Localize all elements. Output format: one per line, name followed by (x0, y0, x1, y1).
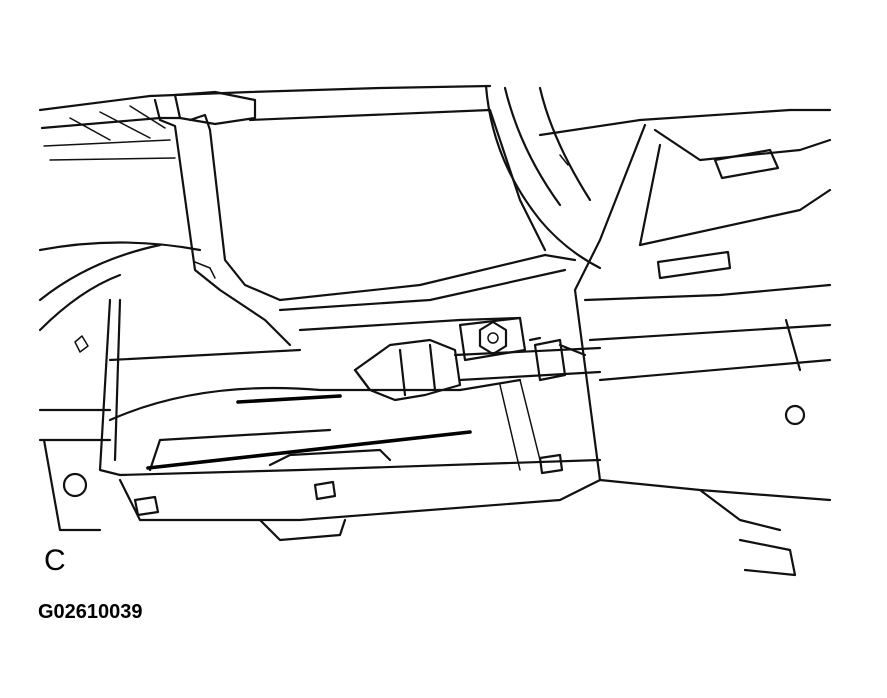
clip-holes (133, 453, 564, 517)
highlight-lines (146, 394, 472, 470)
support-bracket (153, 90, 292, 347)
left-edge (38, 243, 162, 532)
lower-trim-panel (38, 298, 602, 542)
mounting-bolt (458, 316, 542, 362)
figure-code: G02610039 (38, 601, 143, 623)
view-label: C (44, 544, 66, 577)
center-opening (248, 84, 602, 332)
cable-connector (353, 338, 602, 402)
upper-dash-panel (38, 84, 492, 252)
right-dash-vent (538, 108, 832, 577)
